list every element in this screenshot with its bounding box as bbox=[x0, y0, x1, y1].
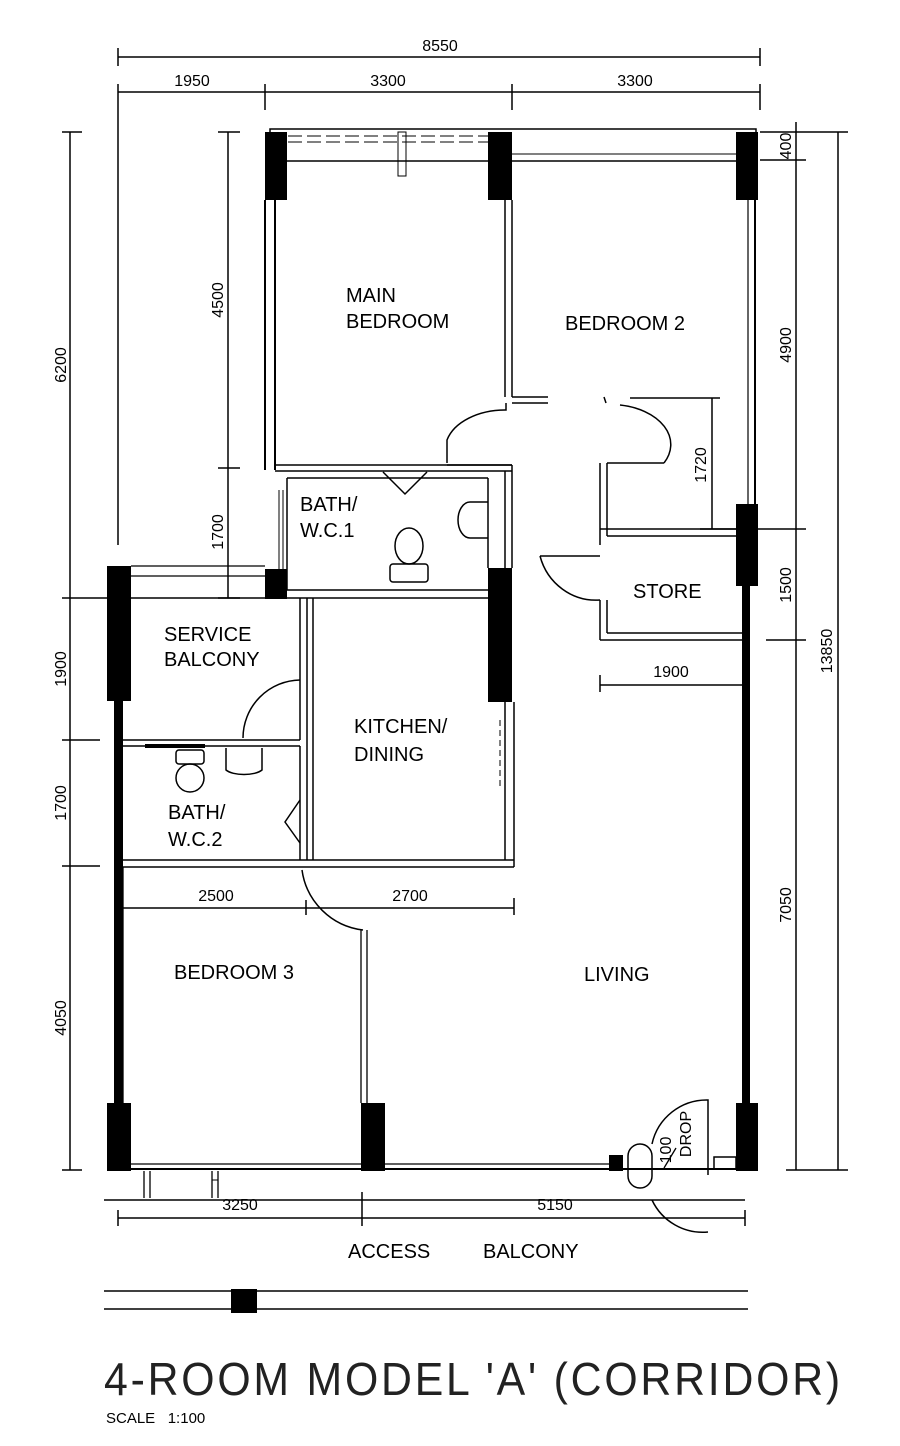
bottom-dimensions: 3250 5150 bbox=[104, 1192, 746, 1226]
kitchen-dining-label-line1: KITCHEN/ bbox=[354, 716, 448, 738]
dimension-bottom-5150: 5150 bbox=[537, 1197, 573, 1214]
dimension-left-6200: 6200 bbox=[53, 347, 70, 383]
scale-note: SCALE 1:100 bbox=[106, 1410, 205, 1427]
doors-and-fixtures bbox=[145, 403, 737, 1233]
dimension-inner-2700: 2700 bbox=[392, 888, 428, 905]
service-balcony-door-swing bbox=[242, 679, 301, 739]
access-label: ACCESS bbox=[348, 1241, 430, 1263]
bath-wc1-label-line2: W.C.1 bbox=[300, 520, 354, 542]
top-dimensions: 8550 1950 3300 3300 bbox=[117, 38, 761, 545]
dimension-left-1700-lower: 1700 bbox=[53, 785, 70, 821]
service-balcony-label-line1: SERVICE bbox=[164, 624, 251, 646]
inner-dimensions: 1720 1900 2500 2700 bbox=[122, 397, 742, 915]
bedroom-3-door-swing bbox=[301, 869, 364, 931]
basin-icon bbox=[225, 748, 263, 776]
drop-value-label: 100 bbox=[658, 1137, 675, 1164]
main-bedroom-label-line1: MAIN bbox=[346, 285, 396, 307]
bath-wc2-label-line1: BATH/ bbox=[168, 802, 226, 824]
dimension-right-13850: 13850 bbox=[819, 629, 836, 674]
dimension-top-right: 3300 bbox=[617, 73, 653, 90]
dimension-left-4050: 4050 bbox=[53, 1000, 70, 1036]
main-bedroom-label-line2: BEDROOM bbox=[346, 311, 449, 333]
toilet-icon bbox=[175, 749, 205, 793]
bath-wc1-folding-door bbox=[382, 471, 428, 496]
toilet-icon bbox=[389, 527, 429, 583]
dimension-right-400: 400 bbox=[778, 133, 795, 160]
dimension-left-4500: 4500 bbox=[210, 282, 227, 318]
dimension-right-4900: 4900 bbox=[778, 327, 795, 363]
bath-wc2-label-line2: W.C.2 bbox=[168, 829, 222, 851]
kitchen-dining-label-line2: DINING bbox=[354, 744, 424, 766]
main-bedroom-door-swing bbox=[446, 403, 507, 463]
main-entrance-door bbox=[651, 1099, 709, 1233]
dimension-left-1700-upper: 1700 bbox=[210, 514, 227, 550]
bath-wc1-label-line1: BATH/ bbox=[300, 494, 358, 516]
balcony-label: BALCONY bbox=[483, 1241, 579, 1263]
living-label: LIVING bbox=[584, 964, 650, 986]
dimension-inner-1900: 1900 bbox=[653, 664, 689, 681]
section-strip bbox=[104, 1289, 748, 1313]
walls bbox=[107, 128, 758, 1198]
dimension-inner-1720: 1720 bbox=[693, 447, 710, 483]
store-door-swing bbox=[539, 555, 601, 601]
dimension-top-mid: 3300 bbox=[370, 73, 406, 90]
plan-title: 4-ROOM MODEL 'A' (CORRIDOR) bbox=[104, 1353, 843, 1405]
scale-value: 1:100 bbox=[167, 1410, 206, 1427]
bedroom-3-label: BEDROOM 3 bbox=[174, 962, 294, 984]
store-label: STORE bbox=[633, 581, 702, 603]
dimension-top-left: 1950 bbox=[174, 73, 210, 90]
service-balcony-label-line2: BALCONY bbox=[164, 649, 260, 671]
dimension-left-1900: 1900 bbox=[53, 651, 70, 687]
drop-label: DROP bbox=[678, 1111, 695, 1157]
bedroom-2-door-swing bbox=[619, 404, 672, 464]
basin-icon bbox=[457, 501, 488, 539]
dimension-bottom-3250: 3250 bbox=[222, 1197, 258, 1214]
dimension-inner-2500: 2500 bbox=[198, 888, 234, 905]
scale-label: SCALE bbox=[106, 1410, 156, 1427]
bath-wc2-folding-door bbox=[284, 799, 301, 844]
left-dimensions: 6200 4500 1700 1900 1700 4050 bbox=[53, 131, 240, 1171]
dimension-right-7050: 7050 bbox=[778, 887, 795, 923]
dimension-overall-width: 8550 bbox=[422, 38, 458, 55]
right-dimensions: 400 4900 1500 7050 13850 bbox=[700, 122, 848, 1171]
dimension-right-1500: 1500 bbox=[778, 567, 795, 603]
room-labels: MAIN BEDROOM BEDROOM 2 BATH/ W.C.1 STORE… bbox=[164, 285, 702, 1263]
bedroom-2-label: BEDROOM 2 bbox=[565, 313, 685, 335]
